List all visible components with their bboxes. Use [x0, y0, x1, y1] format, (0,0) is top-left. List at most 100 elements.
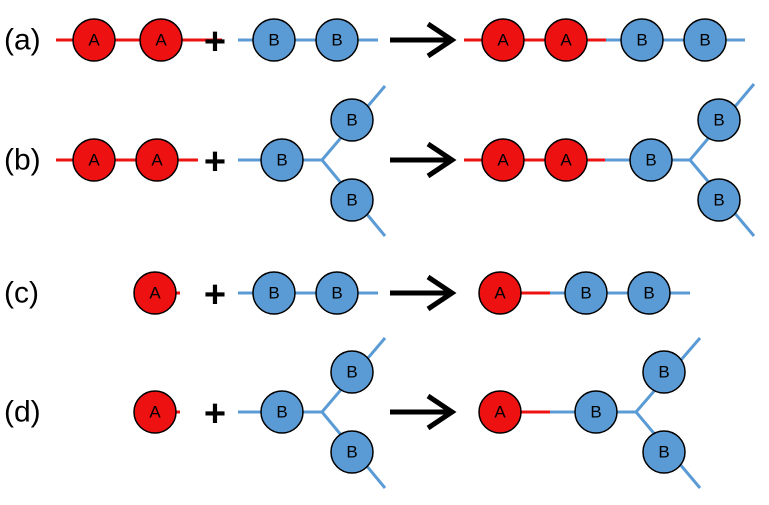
monomer-circle	[330, 178, 374, 222]
monomer-label: B	[331, 31, 342, 50]
monomer-label: A	[560, 151, 572, 170]
row-d: (d) A + B B B A B B B	[4, 337, 702, 489]
monomer-circle	[135, 138, 179, 182]
monomer-label: B	[643, 284, 654, 303]
monomer-circle	[697, 98, 741, 142]
monomer-b: B	[642, 350, 686, 394]
monomer-b: B	[697, 178, 741, 222]
monomer-label: B	[268, 284, 279, 303]
monomer-circle	[574, 390, 618, 434]
monomer-label: A	[88, 151, 100, 170]
monomer-circle	[139, 18, 183, 62]
monomer-circle	[72, 138, 116, 182]
reaction-arrow-icon	[390, 274, 457, 312]
monomer-label: B	[276, 403, 287, 422]
monomer-circle	[260, 138, 304, 182]
monomer-label: A	[88, 31, 100, 50]
monomer-circle	[697, 178, 741, 222]
monomer-b: B	[620, 18, 664, 62]
reactant-b-branched: B B B	[238, 337, 387, 489]
reactant-b-chain: B B	[238, 271, 378, 315]
monomer-label: B	[346, 443, 357, 462]
monomer-label: B	[346, 191, 357, 210]
monomer-label: A	[155, 31, 167, 50]
row-c: (c) A + B B A B B	[4, 271, 690, 316]
monomer-label: B	[713, 111, 724, 130]
monomer-label: A	[151, 151, 163, 170]
monomer-circle	[252, 271, 296, 315]
monomer-circle	[133, 390, 177, 434]
monomer-label: B	[276, 151, 287, 170]
monomer-a: A	[481, 138, 525, 182]
monomer-circle	[481, 18, 525, 62]
monomer-b: B	[252, 18, 296, 62]
monomer-a: A	[478, 271, 522, 315]
monomer-b: B	[260, 390, 304, 434]
monomer-circle	[133, 271, 177, 315]
monomer-label: A	[149, 403, 161, 422]
monomer-b: B	[315, 18, 359, 62]
monomer-b: B	[642, 430, 686, 474]
monomer-circle	[478, 271, 522, 315]
monomer-circle	[315, 271, 359, 315]
monomer-b: B	[627, 271, 671, 315]
monomer-circle	[481, 138, 525, 182]
reactant-a-chain: A A	[56, 138, 198, 182]
monomer-a: A	[544, 18, 588, 62]
monomer-circle	[252, 18, 296, 62]
monomer-circle	[330, 430, 374, 474]
monomer-a: A	[72, 18, 116, 62]
monomer-b: B	[564, 271, 608, 315]
plus-sign: +	[204, 393, 226, 435]
reaction-arrow-icon	[390, 21, 457, 59]
monomer-label: B	[580, 284, 591, 303]
monomer-circle	[642, 430, 686, 474]
monomer-b: B	[574, 390, 618, 434]
monomer-label: B	[346, 111, 357, 130]
reactant-b-branched: B B B	[238, 85, 387, 237]
reaction-arrow-icon	[390, 393, 457, 431]
monomer-circle	[627, 271, 671, 315]
plus-sign: +	[204, 274, 226, 316]
monomer-label: A	[494, 403, 506, 422]
row-b: (b) A A + B B B A A B B B	[4, 83, 756, 237]
monomer-b: B	[683, 18, 727, 62]
monomer-label: A	[497, 31, 509, 50]
monomer-a: A	[133, 271, 177, 315]
monomer-label: B	[699, 31, 710, 50]
monomer-b: B	[330, 430, 374, 474]
monomer-circle	[564, 271, 608, 315]
monomer-circle	[683, 18, 727, 62]
reactant-a-single: A	[133, 390, 180, 434]
monomer-label: B	[658, 443, 669, 462]
monomer-label: B	[346, 363, 357, 382]
row-a: (a) A A + B B A A B B	[4, 18, 745, 63]
reactant-a-chain: A A	[56, 18, 222, 62]
monomer-label: B	[268, 31, 279, 50]
monomer-label: A	[497, 151, 509, 170]
monomer-label: B	[645, 151, 656, 170]
monomer-a: A	[544, 138, 588, 182]
product-branched: A A B B B	[464, 83, 756, 237]
monomer-a: A	[135, 138, 179, 182]
product-chain: A B B	[478, 271, 690, 315]
monomer-b: B	[315, 271, 359, 315]
monomer-circle	[544, 18, 588, 62]
row-label-c: (c)	[4, 277, 39, 310]
monomer-circle	[315, 18, 359, 62]
monomer-label: B	[590, 403, 601, 422]
monomer-circle	[544, 138, 588, 182]
monomer-label: B	[331, 284, 342, 303]
monomer-a: A	[133, 390, 177, 434]
monomer-circle	[330, 98, 374, 142]
monomer-b: B	[330, 98, 374, 142]
monomer-a: A	[139, 18, 183, 62]
product-chain: A A B B	[464, 18, 745, 62]
monomer-b: B	[629, 138, 673, 182]
monomer-a: A	[481, 18, 525, 62]
monomer-circle	[642, 350, 686, 394]
monomer-b: B	[330, 350, 374, 394]
reaction-arrow-icon	[390, 141, 457, 179]
row-label-b: (b)	[4, 144, 41, 177]
